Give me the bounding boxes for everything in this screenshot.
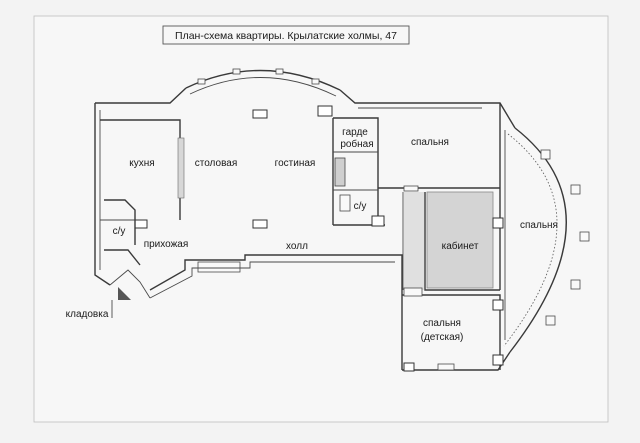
window <box>545 315 556 326</box>
column <box>252 219 268 229</box>
wardrobe-shelf <box>334 157 346 187</box>
wall-top-left <box>95 87 187 104</box>
window <box>197 261 241 273</box>
wall-hall-bottom-inner <box>149 261 395 299</box>
room-hall-label: холл <box>286 241 308 252</box>
door <box>403 185 419 192</box>
window <box>437 363 455 371</box>
column <box>252 109 268 119</box>
wall-study <box>424 192 500 291</box>
column <box>317 105 333 117</box>
column <box>134 219 148 229</box>
wall-hall-bottom <box>149 254 403 295</box>
room-storage-label: кладовка <box>66 309 109 320</box>
room-kitchen-label: кухня <box>129 158 154 169</box>
wall-wardrobe <box>333 117 379 225</box>
window <box>275 68 284 75</box>
wall-left <box>94 103 111 286</box>
room-wardrobe-label-1: гарде <box>342 127 368 138</box>
wall-kids <box>402 294 501 370</box>
column <box>492 299 504 311</box>
window <box>232 68 241 75</box>
entrance-marker <box>118 287 131 300</box>
column <box>492 354 504 366</box>
wall-arc-bedroom <box>509 127 567 353</box>
room-bath1-label: с/у <box>113 226 126 237</box>
room-bath2-label: с/у <box>354 201 367 212</box>
corridor-shade <box>404 192 424 290</box>
column <box>371 215 385 227</box>
column <box>403 362 415 372</box>
window <box>311 78 320 85</box>
door <box>339 194 351 212</box>
room-kids-label-1: спальня <box>423 318 461 329</box>
room-wardrobe-label-2: робная <box>340 138 373 150</box>
sheet-frame <box>33 15 609 423</box>
wall-storage <box>109 269 151 299</box>
wall-entry <box>104 249 141 266</box>
title-box <box>162 25 410 45</box>
room-dining-label: столовая <box>195 158 238 169</box>
column <box>492 217 504 229</box>
window <box>570 279 581 290</box>
plan-title: План-схема квартиры. Крылатские холмы, 4… <box>175 30 397 42</box>
room-living-label: гостиная <box>275 158 316 169</box>
room-study-label: кабинет <box>442 240 479 252</box>
window <box>197 78 206 85</box>
door <box>403 287 423 297</box>
room-bedroom1-label: спальня <box>411 137 449 148</box>
window <box>579 231 590 242</box>
wall-bath-entry <box>104 199 136 245</box>
room-entry-label: прихожая <box>144 239 189 250</box>
room-kids-label-2: (детская) <box>421 332 464 343</box>
wall-top-right <box>339 89 482 104</box>
wall-arc-living-inner <box>189 77 337 97</box>
window <box>540 149 551 160</box>
study-room <box>426 191 494 289</box>
kitchen-counter <box>177 137 185 199</box>
window <box>570 184 581 195</box>
room-bedroom2-label: спальня <box>520 220 558 231</box>
wall-bottom-right <box>402 351 511 371</box>
